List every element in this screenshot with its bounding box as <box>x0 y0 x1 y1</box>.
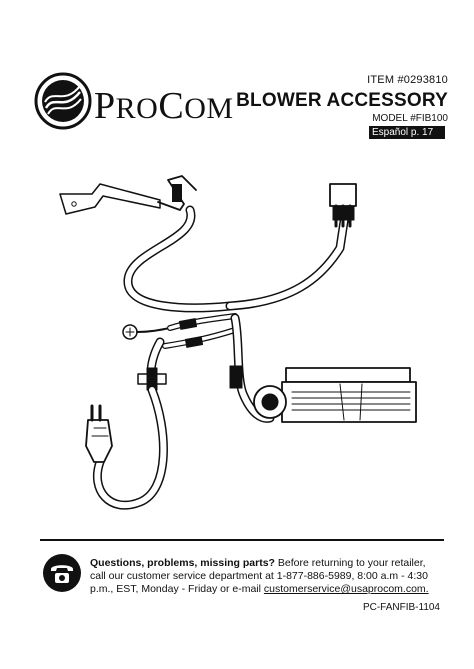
customer-service-notice: Questions, problems, missing parts? Befo… <box>90 557 440 596</box>
telephone-icon <box>43 554 81 592</box>
page-title: BLOWER ACCESSORY <box>236 90 448 111</box>
notice-lead: Questions, problems, missing parts? <box>90 557 275 569</box>
blower-unit <box>253 367 417 423</box>
procom-logo-mark-icon <box>34 72 92 130</box>
model-number: MODEL #FIB100 <box>372 113 448 124</box>
spanish-page-link[interactable]: Español p. 17 <box>369 126 445 139</box>
power-plug <box>85 419 113 463</box>
speed-control-connector <box>329 183 357 207</box>
support-email-link[interactable]: customerservice@usaprocom.com. <box>263 583 429 595</box>
wiring-harness-diagram <box>59 175 417 510</box>
document-code: PC-FANFIB-1104 <box>362 602 440 613</box>
procom-logo: PROCOM <box>34 72 234 130</box>
notice-body: Before returning to your retailer, call … <box>90 557 428 595</box>
item-number: ITEM #0293810 <box>367 74 448 86</box>
procom-wordmark: PROCOM <box>94 85 234 127</box>
mounting-bracket <box>59 183 161 215</box>
footer-divider <box>40 539 444 541</box>
